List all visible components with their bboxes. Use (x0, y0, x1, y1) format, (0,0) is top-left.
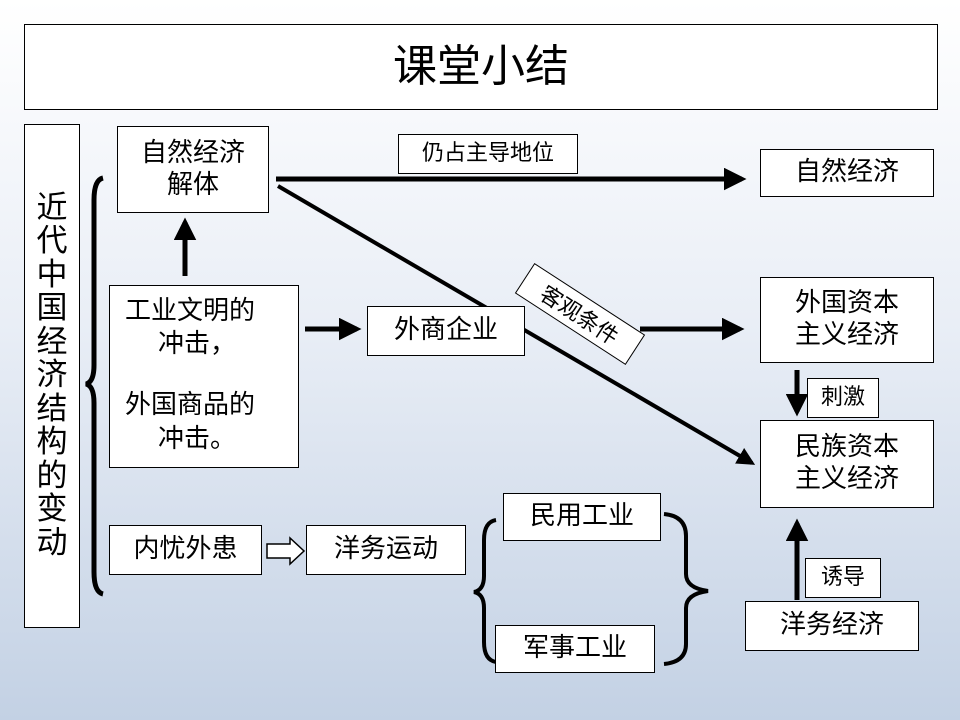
impact-line-3: 外国商品的 (125, 390, 256, 420)
node-natural-economy: 自然经济 (760, 149, 934, 197)
node-line: 外国资本 (794, 288, 899, 319)
label-still-dominant: 仍占主导地位 (398, 134, 578, 174)
node-civil-industry: 民用工业 (503, 493, 661, 541)
page-title: 课堂小结 (24, 24, 938, 110)
node-line: 主义经济 (794, 464, 899, 494)
impact-line-1: 工业文明的 (125, 296, 256, 326)
node-line: 解体 (166, 169, 219, 200)
node-internal-external: 内忧外患 (109, 525, 262, 575)
node-military-industry: 军事工业 (495, 625, 655, 673)
industry-left-brace (473, 518, 497, 664)
node-national-capitalism: 民族资本 主义经济 (760, 420, 934, 508)
label-induce: 诱导 (805, 558, 881, 598)
node-westernization-economy: 洋务经济 (745, 601, 919, 651)
node-natural-economy-breakup: 自然经济 解体 (117, 126, 269, 213)
left-brace (85, 175, 104, 597)
impact-line-2: 冲击， (158, 329, 237, 359)
hollow-arrow (266, 536, 306, 566)
node-foreign-capitalism: 外国资本 主义经济 (760, 277, 934, 363)
vertical-title-text: 近代中国经济结构的变动 (36, 189, 68, 561)
industry-right-brace (663, 512, 709, 666)
impact-line-4: 冲击。 (158, 424, 237, 454)
node-foreign-enterprise: 外商企业 (367, 306, 525, 356)
node-westernization-movement: 洋务运动 (306, 525, 466, 575)
label-stimulate: 刺激 (807, 378, 879, 418)
node-line: 民族资本 (794, 432, 899, 463)
label-objective-condition: 客观条件 (514, 262, 646, 366)
node-line: 自然经济 (140, 137, 245, 168)
vertical-title: 近代中国经济结构的变动 (24, 124, 80, 628)
node-line: 主义经济 (794, 320, 899, 350)
node-impact: 工业文明的 冲击， 外国商品的 冲击。 (109, 285, 299, 468)
